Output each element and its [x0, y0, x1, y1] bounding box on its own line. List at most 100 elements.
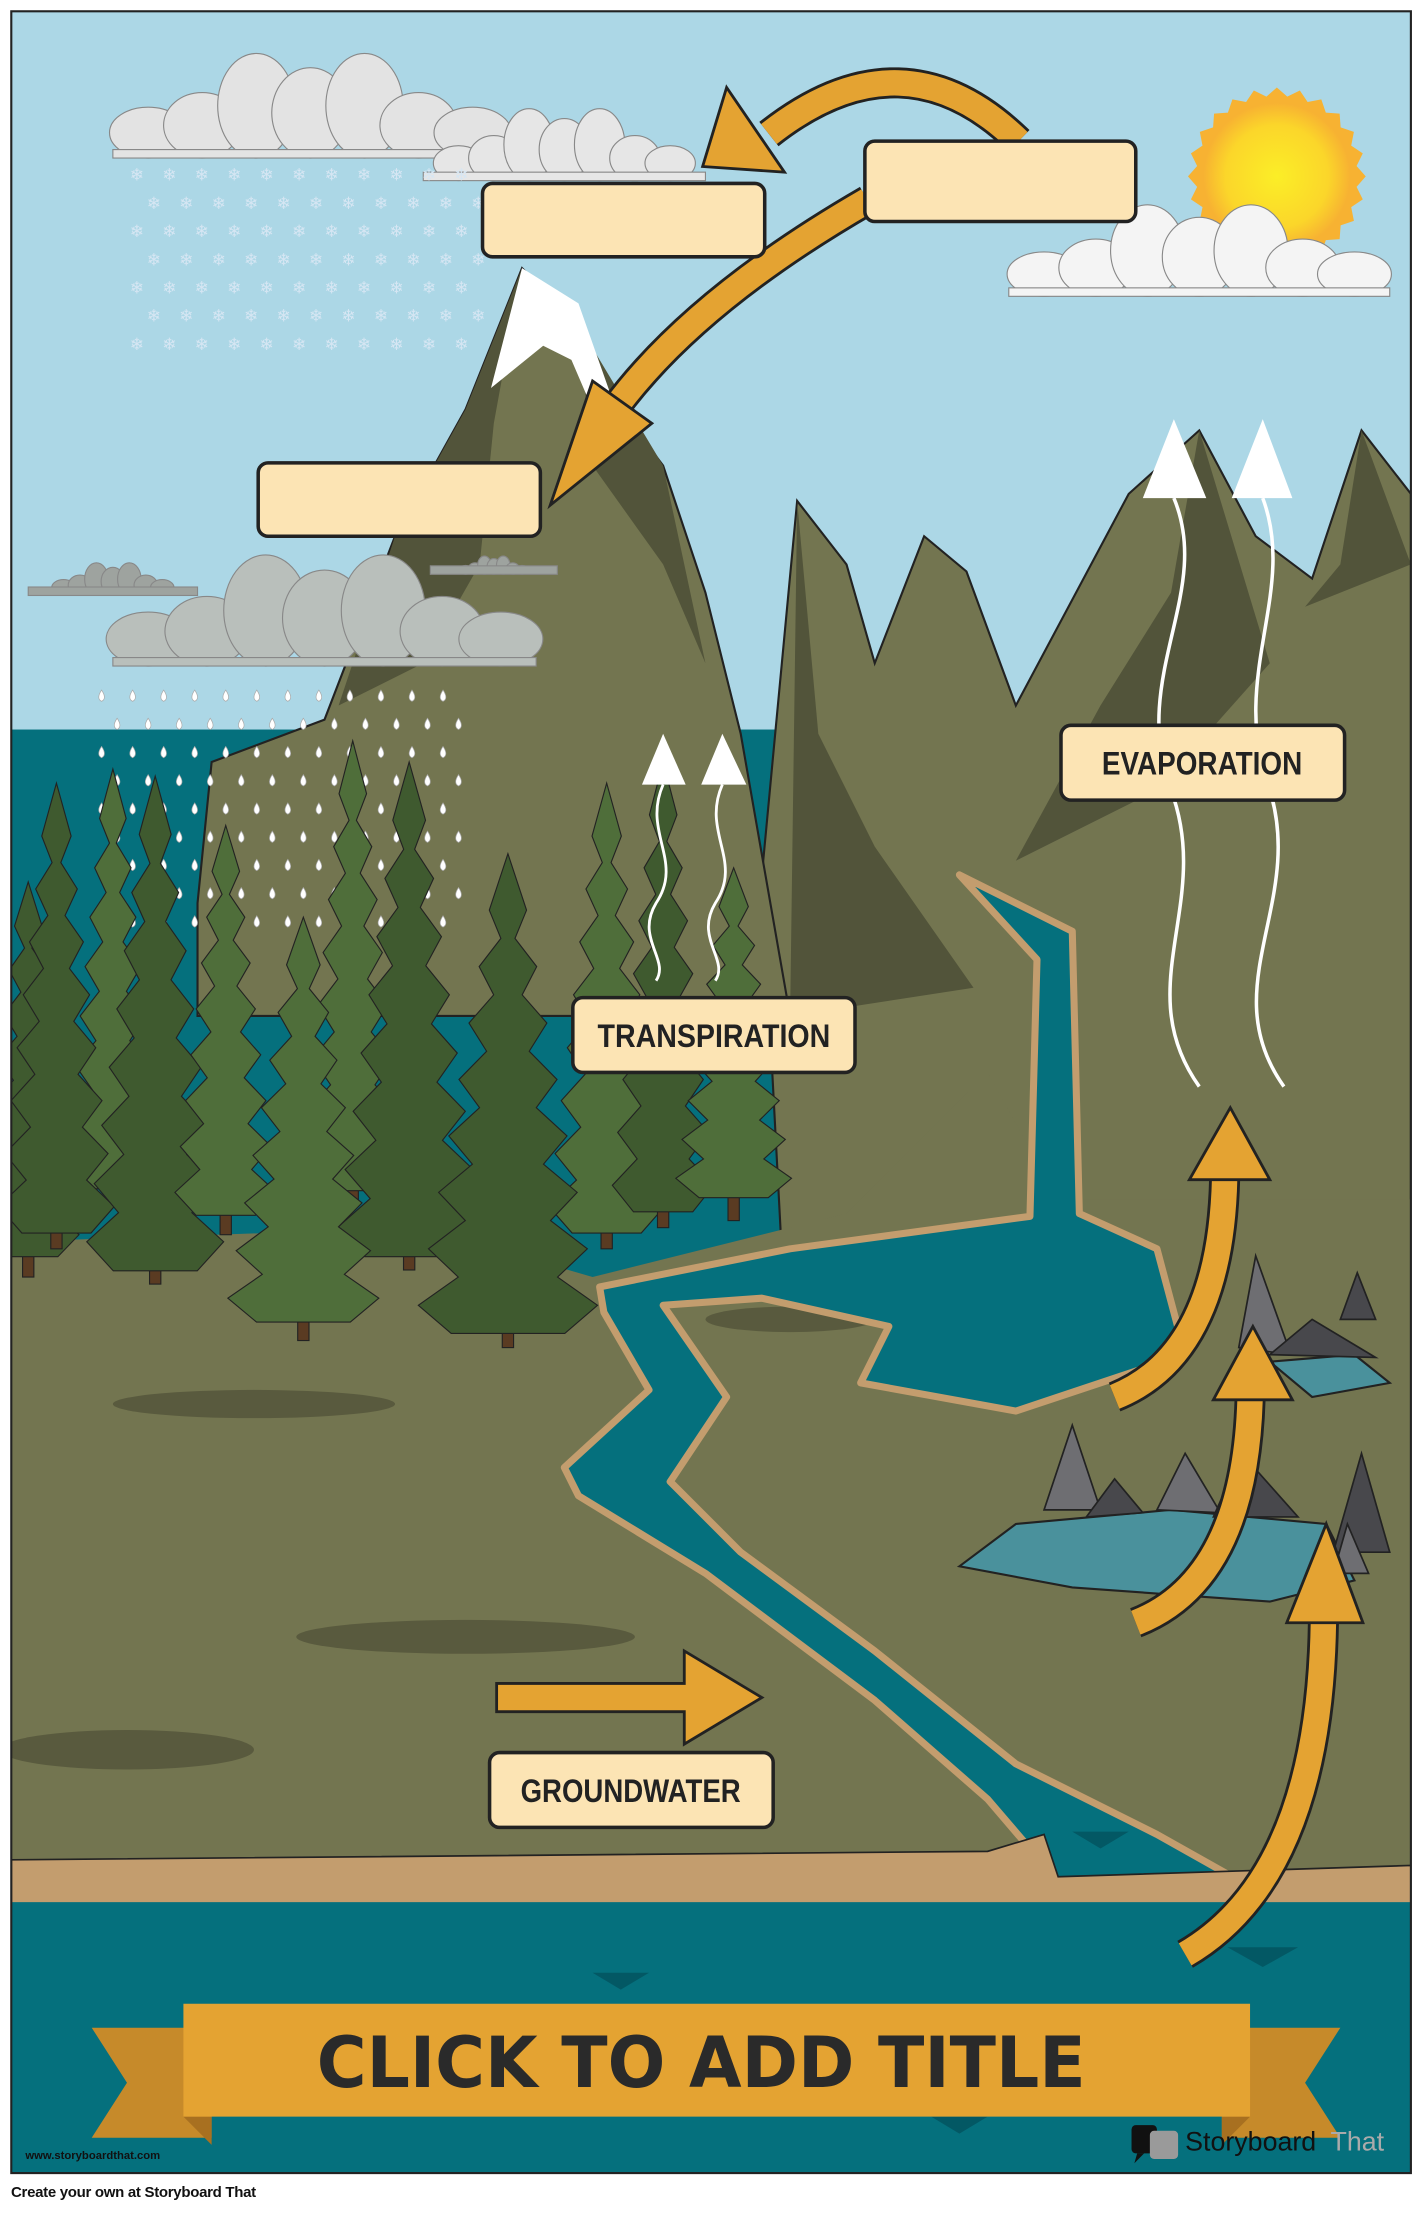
raindrop-icon [160, 745, 167, 759]
arrow-evaporation-to-condensation [700, 67, 1030, 174]
raindrop-icon [207, 774, 214, 787]
snowflake-icon: ❄ [130, 166, 144, 185]
raindrop-icon [176, 830, 183, 843]
mountain-shadow [338, 268, 706, 706]
snowflake-icon: ❄ [324, 279, 338, 298]
raindrop-icon [439, 858, 447, 872]
snowflake-icon: ❄ [227, 166, 241, 185]
raindrop-icon [207, 830, 214, 843]
raindrop-icon [222, 802, 229, 815]
raindrop-icon [253, 915, 260, 928]
snowflake-icon: ❄ [260, 222, 274, 241]
raindrop-icon [253, 858, 260, 872]
snowflake-icon: ❄ [212, 250, 226, 269]
snowflake-icon: ❄ [389, 222, 403, 241]
label-text: EVAPORATION [1102, 746, 1302, 782]
raindrop-icon [238, 830, 245, 843]
snowflake-icon: ❄ [227, 335, 241, 354]
raindrop-icon [98, 745, 105, 759]
snowflake-icon: ❄ [422, 335, 436, 354]
snowflake-icon: ❄ [341, 307, 355, 326]
poster-title[interactable]: CLICK TO ADD TITLE [317, 2022, 1086, 2104]
snowflake-icon: ❄ [260, 279, 274, 298]
raindrop-icon [269, 774, 276, 787]
raindrop-icon [191, 915, 198, 928]
label-text: GROUNDWATER [521, 1773, 741, 1809]
snowflake-icon: ❄ [276, 250, 290, 269]
arrow-evaporation-up [1129, 1323, 1295, 1638]
raindrop-icon [424, 774, 431, 787]
snowflake-icon: ❄ [227, 222, 241, 241]
evaporation-vapor-arrows [1142, 419, 1293, 1088]
label-blank-top-center[interactable] [480, 181, 767, 259]
snowflake-icon: ❄ [227, 279, 241, 298]
raindrop-icon [300, 830, 307, 843]
raindrop-icon [300, 886, 307, 900]
label-evaporation[interactable]: EVAPORATION [1059, 723, 1347, 802]
snowflake-icon: ❄ [130, 279, 144, 298]
footer-link[interactable]: Create your own at Storyboard That [11, 2184, 256, 2201]
snowflake-icon: ❄ [454, 166, 468, 185]
arrow-evaporation-up [1108, 1104, 1273, 1412]
label-transpiration[interactable]: TRANSPIRATION [571, 995, 857, 1075]
raindrop-icon [455, 830, 462, 843]
pine-tree [174, 823, 278, 1236]
snowflake-icon: ❄ [389, 335, 403, 354]
snowflake-icon: ❄ [195, 222, 209, 241]
raindrop-icon [191, 858, 198, 872]
raindrop-icon [284, 858, 291, 872]
raindrop-icon [300, 717, 307, 730]
raindrop-icon [176, 717, 183, 730]
snowflake-icon: ❄ [357, 166, 371, 185]
snowflake-icon: ❄ [212, 194, 226, 213]
label-blank-left[interactable] [256, 461, 543, 538]
snowflake-icon: ❄ [244, 250, 258, 269]
raindrop-icon [408, 745, 416, 759]
raindrop-icon [284, 689, 291, 702]
label-blank-top-right[interactable] [863, 139, 1138, 224]
snow-cap [490, 268, 621, 424]
snowflake-icon: ❄ [179, 250, 193, 269]
raindrop-icon [253, 802, 260, 815]
raindrop-icon [377, 858, 385, 872]
snowflake-icon: ❄ [357, 335, 371, 354]
snowflake-icon: ❄ [454, 279, 468, 298]
snowflake-icon: ❄ [341, 250, 355, 269]
pine-tree [11, 781, 116, 1250]
raindrop-icon [129, 802, 136, 815]
raindrop-icon [331, 774, 338, 787]
snowflake-icon: ❄ [454, 335, 468, 354]
raindrop-icon [238, 774, 245, 787]
raindrop-icon [253, 689, 260, 702]
raindrop-icon [408, 689, 416, 702]
snowflake-icon: ❄ [389, 279, 403, 298]
snowflake-icon: ❄ [147, 250, 161, 269]
raindrop-icon [113, 717, 121, 730]
raindrop-icon [207, 717, 214, 730]
snowflake-icon: ❄ [162, 166, 176, 185]
mountain-shadow [790, 430, 1411, 1016]
logo-word-that: That [1330, 2126, 1384, 2156]
raindrop-icon [191, 689, 198, 702]
snowflake-icon: ❄ [406, 194, 420, 213]
raindrop-icon [377, 689, 385, 702]
raindrop-icon [393, 774, 400, 787]
snowflake-icon: ❄ [422, 222, 436, 241]
raindrop-icon [238, 717, 245, 730]
label-text: TRANSPIRATION [598, 1018, 831, 1054]
raindrop-icon [424, 830, 431, 843]
raindrop-icon [315, 915, 323, 928]
snowflake-icon: ❄ [324, 166, 338, 185]
raindrop-icon [315, 802, 323, 815]
raindrop-icon [284, 745, 291, 759]
storyboardthat-logo: Storyboard That [1131, 2125, 1385, 2164]
cloud-icon [429, 555, 558, 575]
snowflake-icon: ❄ [292, 335, 306, 354]
raindrop-icon [160, 689, 167, 702]
snowflake-icon: ❄ [324, 222, 338, 241]
snowflake-icon: ❄ [439, 194, 453, 213]
raindrop-icon [300, 774, 307, 787]
title-banner[interactable]: CLICK TO ADD TITLE [91, 2003, 1341, 2145]
label-groundwater[interactable]: GROUNDWATER [487, 1750, 775, 1830]
